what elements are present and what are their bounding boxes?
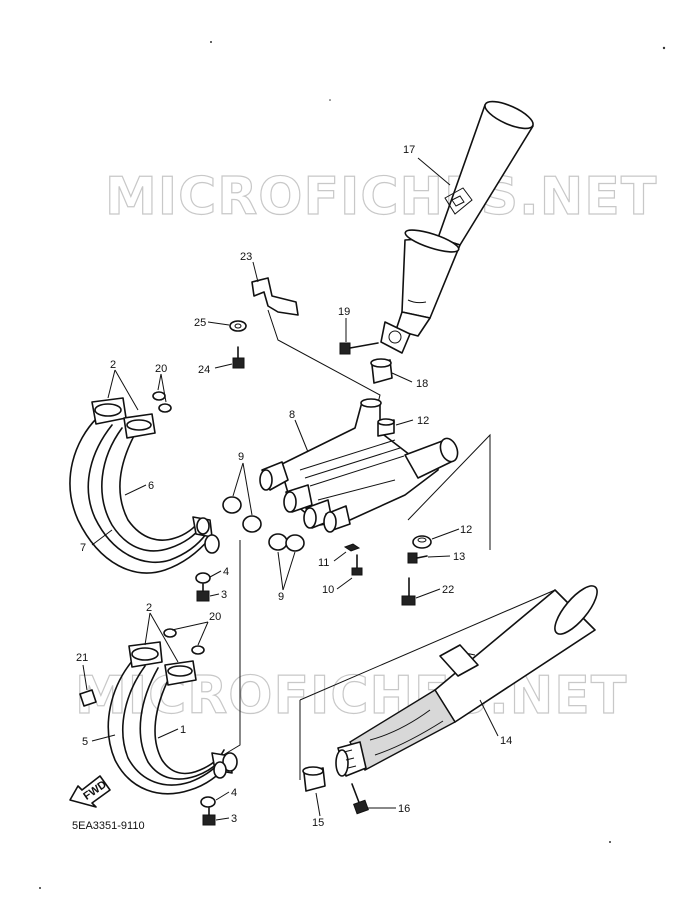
exhaust-pipe-1-5 (107, 641, 238, 795)
gasket-12-lower (412, 535, 432, 549)
callout-25: 25 (194, 317, 206, 329)
callout-2-upper: 2 (110, 359, 116, 371)
bolt-24 (232, 346, 245, 369)
washer-4-lower (200, 796, 216, 808)
gaskets-20-upper (152, 391, 172, 413)
callout-7: 7 (80, 542, 86, 554)
callout-4-upper: 4 (223, 566, 229, 578)
callout-6: 6 (148, 480, 154, 492)
part-code: 5EA3351-9110 (72, 820, 145, 832)
gaskets-20-lower (163, 628, 205, 655)
cap-21 (79, 689, 97, 707)
gasket-12-upper (377, 418, 395, 437)
gasket-15 (302, 766, 326, 792)
scan-specks (39, 41, 666, 889)
upper-muffler (380, 100, 534, 354)
callout-14: 14 (500, 735, 512, 747)
callout-1: 1 (180, 724, 186, 736)
callout-24: 24 (198, 364, 210, 376)
nut-11 (343, 543, 361, 552)
bolt-13 (407, 552, 428, 564)
bolt-10 (351, 554, 363, 576)
callout-19: 19 (338, 306, 350, 318)
callout-4-lower: 4 (231, 787, 237, 799)
callout-9-upper: 9 (238, 451, 244, 463)
gaskets-9-lower (268, 533, 305, 552)
callout-8: 8 (289, 409, 295, 421)
washer-4-upper (195, 572, 211, 584)
callout-5: 5 (82, 736, 88, 748)
callout-12-lower: 12 (460, 524, 472, 536)
callout-10: 10 (322, 584, 334, 596)
gasket-18 (370, 358, 393, 384)
callout-9-lower: 9 (278, 591, 284, 603)
callout-21: 21 (76, 652, 88, 664)
callout-3-lower: 3 (231, 813, 237, 825)
callout-3-upper: 3 (221, 589, 227, 601)
bolt-3-upper (196, 583, 210, 602)
callout-22: 22 (442, 584, 454, 596)
callout-2-lower: 2 (146, 602, 152, 614)
callout-labels: 17 23 25 24 19 18 8 12 2 20 6 7 9 9 11 1… (76, 144, 512, 829)
callout-17: 17 (403, 144, 415, 156)
lower-muffler (335, 585, 598, 777)
washer-25 (229, 320, 247, 332)
bolt-16 (351, 783, 369, 815)
gaskets-9-upper (222, 496, 262, 533)
callout-20-lower: 20 (209, 611, 221, 623)
leader-lines (82, 157, 499, 821)
callout-20-upper: 20 (155, 363, 167, 375)
watermark-top: MICROFICHES.NET (105, 167, 657, 227)
callout-18: 18 (416, 378, 428, 390)
callout-23: 23 (240, 251, 252, 263)
collector-chamber-8 (259, 398, 459, 533)
callout-16: 16 (398, 803, 410, 815)
bracket-23 (251, 277, 299, 316)
callout-15: 15 (312, 817, 324, 829)
forward-direction-arrow: FWD (69, 775, 111, 808)
bolt-19 (339, 342, 379, 355)
bolt-22 (401, 577, 416, 606)
callout-13: 13 (453, 551, 465, 563)
callout-12-upper: 12 (417, 415, 429, 427)
watermark-bottom: MICROFICHES.NET (75, 666, 627, 726)
callout-11: 11 (318, 557, 329, 569)
bolt-3-lower (202, 807, 216, 826)
exhaust-pipe-6-7 (69, 397, 220, 574)
